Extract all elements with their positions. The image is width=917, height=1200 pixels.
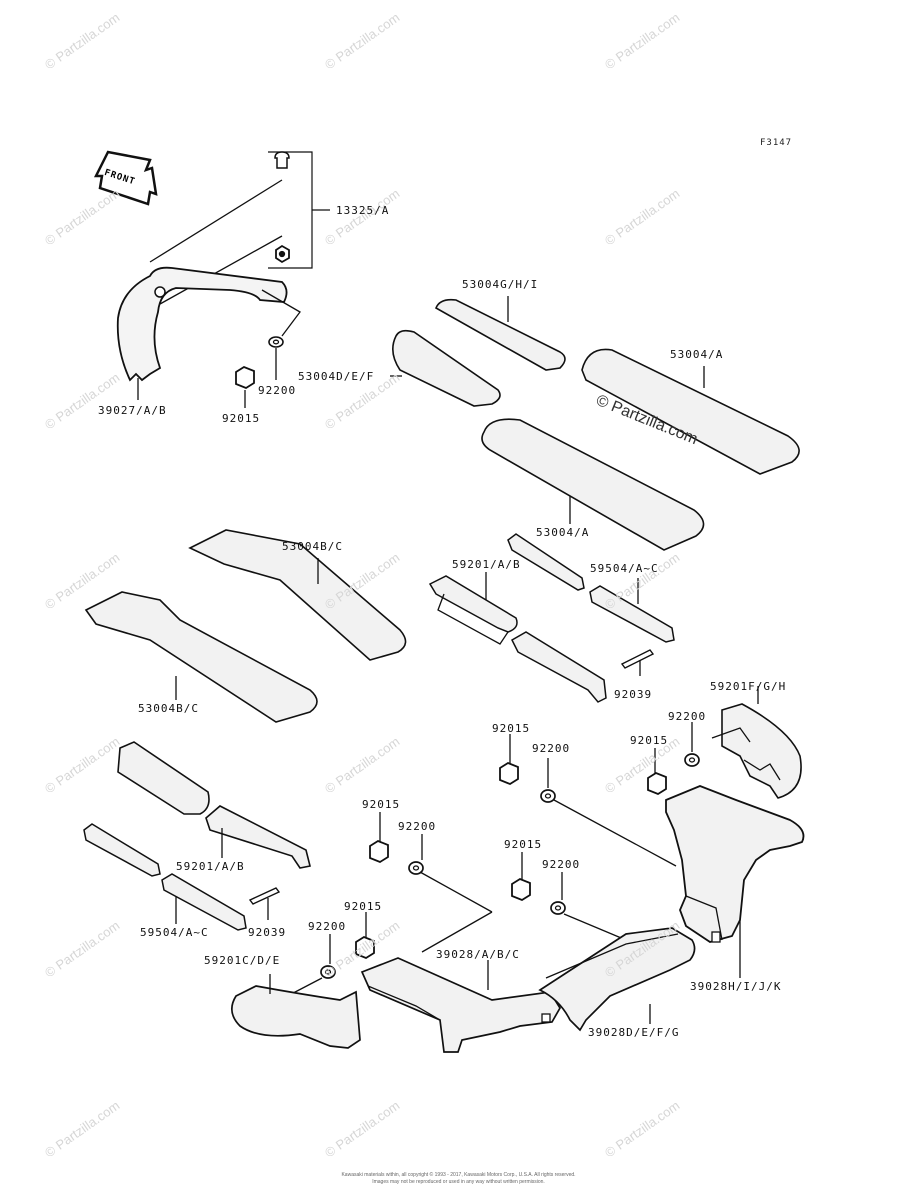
- part-59201ab-bot: [117, 741, 311, 869]
- callout-92039-bot: 92039: [248, 926, 287, 939]
- part-39027: [116, 266, 301, 400]
- callout-92039-top: 92039: [614, 688, 653, 701]
- part-59504-bot: [83, 823, 247, 931]
- callout-59504-top: 59504/A~C: [590, 562, 659, 575]
- part-53004def: [390, 329, 501, 407]
- callout-53004a-mid: 53004/A: [536, 526, 590, 539]
- callout-53004bc-bot: 53004B/C: [138, 702, 199, 715]
- callout-92200-f: 92200: [308, 920, 347, 933]
- washer-92200-b: [684, 722, 700, 767]
- nut-92015-a: [235, 365, 255, 408]
- part-53004a-top: [581, 348, 800, 475]
- callout-92015-c: 92015: [492, 722, 531, 735]
- callout-59504-bot: 59504/A~C: [140, 926, 209, 939]
- part-39028hijk: [665, 785, 805, 978]
- figure-code: F3147: [760, 138, 793, 148]
- part-53004ghi: [434, 296, 566, 371]
- callout-92015-e: 92015: [504, 838, 543, 851]
- part-59201cde: [231, 974, 361, 1049]
- callout-39027: 39027/A/B: [98, 404, 167, 417]
- washer-92200-e: [550, 872, 627, 941]
- callout-53004def: 53004D/E/F: [298, 370, 375, 383]
- nut-92015-e: [511, 852, 531, 902]
- callout-92200-c: 92200: [532, 742, 571, 755]
- callout-59201ab-bot: 59201/A/B: [176, 860, 245, 873]
- nut-92015-c: [499, 734, 519, 786]
- callout-59201fgh: 59201F/G/H: [710, 680, 787, 693]
- rivet-92039-top: [620, 649, 655, 676]
- copyright-line-2: Images may not be reproduced or used in …: [372, 1179, 545, 1185]
- part-59504-top: [507, 533, 675, 643]
- callout-92200-d: 92200: [398, 820, 437, 833]
- nut-92015-b: [647, 748, 667, 796]
- callout-92015-d: 92015: [362, 798, 401, 811]
- front-arrow-icon: [93, 150, 158, 206]
- washer-92200-c: [540, 758, 677, 867]
- callout-53004a-top: 53004/A: [670, 348, 724, 361]
- callout-53004bc-top: 53004B/C: [282, 540, 343, 553]
- part-59201ab-top: [428, 572, 607, 703]
- part-39028abc: [360, 957, 561, 1053]
- callout-13325: 13325/A: [336, 204, 390, 217]
- part-53004bc-top: [188, 529, 407, 661]
- callout-39028abc: 39028/A/B/C: [436, 948, 520, 961]
- callout-92200: 92200: [258, 384, 297, 397]
- callout-39028hijk: 39028H/I/J/K: [690, 980, 782, 993]
- callout-39028defg: 39028D/E/F/G: [588, 1026, 680, 1039]
- copyright-line-1: Kawasaki materials within, all copyright…: [341, 1172, 576, 1178]
- nut-92015-d: [369, 812, 389, 864]
- washer-92200-d: [408, 834, 493, 953]
- callout-92015: 92015: [222, 412, 261, 425]
- bolt-group-13325: [149, 151, 330, 305]
- rivet-92039-bot: [248, 887, 281, 920]
- callout-92200-b: 92200: [668, 710, 707, 723]
- callout-59201ab-top: 59201/A/B: [452, 558, 521, 571]
- callout-92015-f: 92015: [344, 900, 383, 913]
- nut-92015-f: [355, 912, 375, 960]
- callout-92200-e: 92200: [542, 858, 581, 871]
- washer-92200-a: [268, 336, 284, 380]
- callout-59201cde: 59201C/D/E: [204, 954, 281, 967]
- part-53004bc-bot: [84, 591, 318, 723]
- part-53004a-mid: [481, 418, 705, 551]
- part-39028defg: [538, 927, 696, 1032]
- callout-53004ghi: 53004G/H/I: [462, 278, 539, 291]
- callout-92015-b: 92015: [630, 734, 669, 747]
- part-59201fgh: [711, 686, 802, 799]
